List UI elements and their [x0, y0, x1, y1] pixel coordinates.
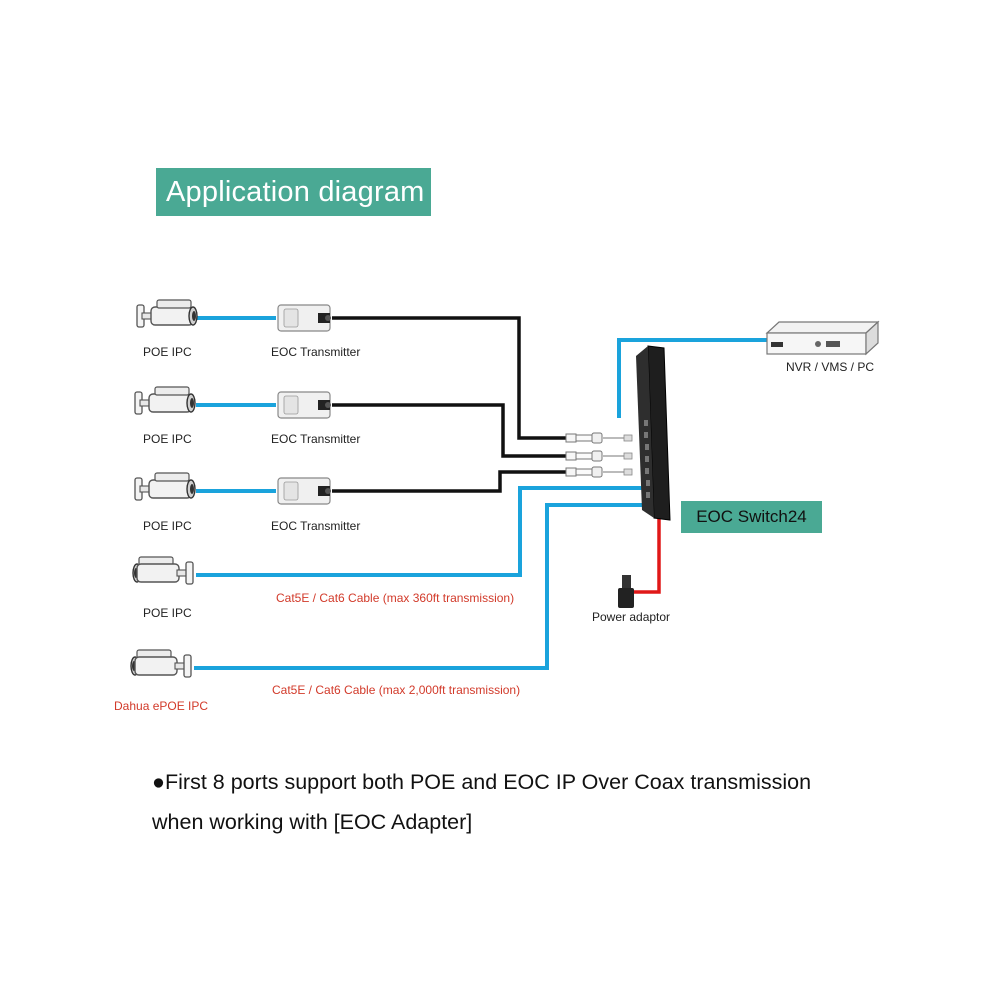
switch-icon: [636, 345, 671, 521]
transmitter-label: EOC Transmitter: [271, 432, 361, 446]
transmitter-label: EOC Transmitter: [271, 345, 361, 359]
ethernet-line: [196, 316, 276, 493]
page-title-text: Application diagram: [166, 175, 425, 208]
bullet-icon: ●: [152, 770, 165, 794]
camera-label: POE IPC: [143, 432, 192, 446]
direct-ethernet-line: [194, 338, 767, 670]
bullet-camera-icon: [132, 556, 194, 585]
page-title: Application diagram: [156, 168, 431, 216]
eoc-transmitter-icon: [277, 304, 332, 332]
nvr-label: NVR / VMS / PC: [786, 360, 875, 374]
switch-label: EOC Switch24: [681, 501, 822, 533]
camera-label: POE IPC: [143, 345, 192, 359]
camera-label: POE IPC: [143, 606, 192, 620]
coax-line: [332, 316, 567, 493]
camera-label-epoe: Dahua ePOE IPC: [114, 699, 209, 713]
switch-label-text: EOC Switch24: [696, 507, 807, 526]
power-line: [632, 510, 661, 594]
power-label: Power adaptor: [592, 610, 671, 624]
bullet-camera-icon: [136, 299, 198, 328]
bnc-connector: [565, 432, 633, 478]
bullet-camera-icon: [134, 386, 196, 415]
eoc-transmitter-icon: [277, 477, 332, 505]
note-line-2: when working with [EOC Adapter]: [152, 810, 473, 834]
cable-label-2000: Cat5E / Cat6 Cable (max 2,000ft transmis…: [272, 683, 521, 697]
bullet-camera-icon: [134, 472, 196, 501]
nvr-icon: [765, 320, 880, 356]
note-line-1-text: First 8 ports support both POE and EOC I…: [165, 770, 812, 794]
power-adaptor-icon: [618, 575, 634, 608]
camera-label: POE IPC: [143, 519, 192, 533]
bullet-camera-icon: [130, 649, 192, 678]
transmitter-label: EOC Transmitter: [271, 519, 361, 533]
eoc-transmitter-icon: [277, 391, 332, 419]
cable-label-360: Cat5E / Cat6 Cable (max 360ft transmissi…: [276, 591, 515, 605]
note-line-1: ●First 8 ports support both POE and EOC …: [152, 770, 811, 795]
